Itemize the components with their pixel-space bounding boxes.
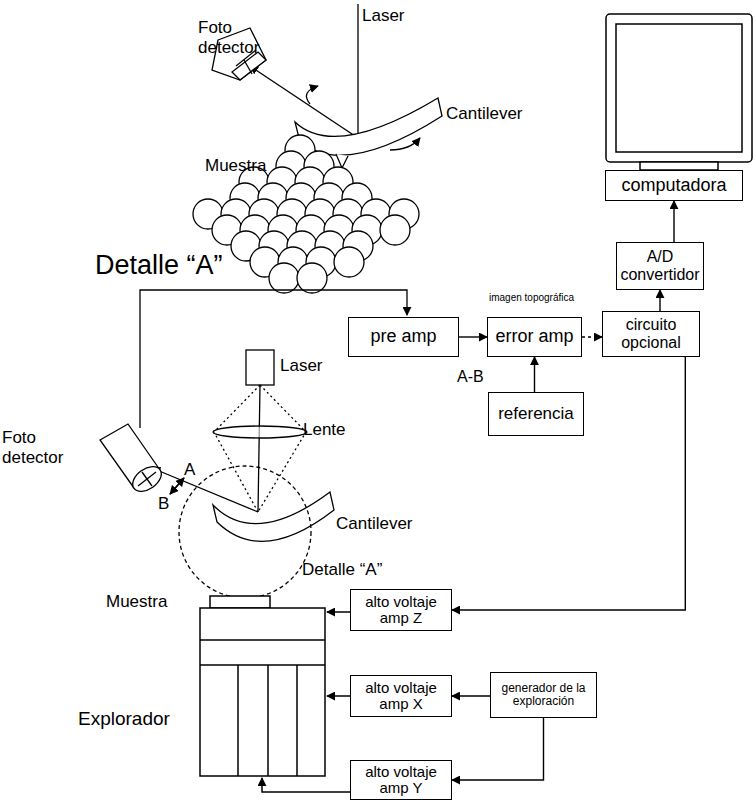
box-label: alto voltaje amp Z <box>355 594 447 627</box>
box-label: computadora <box>621 176 726 196</box>
part-label: B <box>158 494 169 514</box>
part-label: Muestra <box>205 156 266 176</box>
process-box: referencia <box>488 392 584 436</box>
scanner-part <box>267 665 269 776</box>
signal-connector <box>582 336 602 337</box>
afm-head-part <box>179 466 311 598</box>
box-label: generador de la exploración <box>495 682 592 708</box>
part-label: Detalle “A” <box>95 250 223 281</box>
monitor <box>606 14 752 170</box>
afm-head-part <box>170 478 184 494</box>
scanner-part <box>200 608 325 776</box>
top-detail-part <box>250 66 358 138</box>
top-detail-part <box>244 60 252 74</box>
part-label: Laser <box>362 6 405 26</box>
box-label: error amp <box>495 327 573 347</box>
afm-head-part <box>213 426 307 438</box>
afm-head-part <box>128 462 166 497</box>
part-label: Cantilever <box>446 104 523 124</box>
scanner-part <box>327 611 350 613</box>
afm-head-part <box>170 478 184 494</box>
box-label: alto voltaje amp Y <box>355 764 447 797</box>
top-detail-part <box>193 135 419 293</box>
afm-head-part <box>142 472 152 486</box>
part-label: Detalle “A” <box>302 560 382 580</box>
box-label: circuito opcional <box>607 316 695 351</box>
part-label: Muestra <box>106 592 167 612</box>
top-detail-part-part <box>297 263 327 293</box>
scanner-part <box>262 778 350 792</box>
afm-head-part <box>214 385 306 512</box>
top-detail-part-part <box>334 247 364 277</box>
scanner-part <box>296 665 298 776</box>
scanner-part <box>327 695 350 697</box>
monitor-part <box>606 14 752 162</box>
scanner-part <box>237 665 239 776</box>
box-label: alto voltaje amp X <box>355 680 447 713</box>
top-detail-part-part <box>269 263 299 293</box>
monitor-part <box>616 24 742 152</box>
part-label: Foto detector <box>2 428 77 467</box>
process-box: alto voltaje amp Z <box>350 589 452 631</box>
afm-head-part <box>258 385 260 512</box>
signal-connector <box>534 357 535 392</box>
part-label: A-B <box>457 368 484 386</box>
part-label: A <box>184 460 195 480</box>
signal-connector <box>673 201 674 242</box>
process-box: pre amp <box>348 317 459 357</box>
top-detail-part <box>295 98 442 155</box>
scanner-part <box>200 664 325 666</box>
top-detail-part <box>357 4 358 138</box>
part-label: imagen topográfica <box>489 292 574 304</box>
process-box: alto voltaje amp Y <box>350 760 452 800</box>
process-box: alto voltaje amp X <box>350 675 452 717</box>
top-detail-part <box>390 138 420 150</box>
box-label: referencia <box>498 405 574 424</box>
part-label: Explorador <box>78 708 170 730</box>
signal-connector <box>452 357 685 610</box>
signal-connector <box>459 336 487 337</box>
top-detail-part-part <box>380 215 410 245</box>
scanner <box>200 596 350 792</box>
part-label: Foto detector <box>198 18 273 57</box>
monitor-part <box>640 162 718 170</box>
part-label: Cantilever <box>336 514 413 534</box>
part-label: Laser <box>280 356 323 376</box>
signal-connector <box>452 718 544 780</box>
afm-head-part <box>140 290 407 428</box>
afm-head-part <box>138 472 156 486</box>
signal-connector <box>452 695 490 696</box>
part-label: Lente <box>303 420 346 440</box>
afm-head-part <box>213 492 334 541</box>
process-box: circuito opcional <box>602 311 700 357</box>
top-detail-part <box>336 154 348 168</box>
signal-connector <box>659 290 660 311</box>
process-box: computadora <box>605 170 743 201</box>
box-label: pre amp <box>370 327 436 347</box>
process-box: generador de la exploración <box>490 672 597 718</box>
scanner-part <box>200 639 325 641</box>
top-detail <box>193 4 442 293</box>
top-detail-part <box>306 86 318 104</box>
process-box: A/D convertidor <box>616 242 704 290</box>
scanner-part <box>210 596 270 608</box>
afm-head-part <box>246 350 274 385</box>
box-label: A/D convertidor <box>620 248 699 283</box>
process-box: error amp <box>487 317 582 357</box>
